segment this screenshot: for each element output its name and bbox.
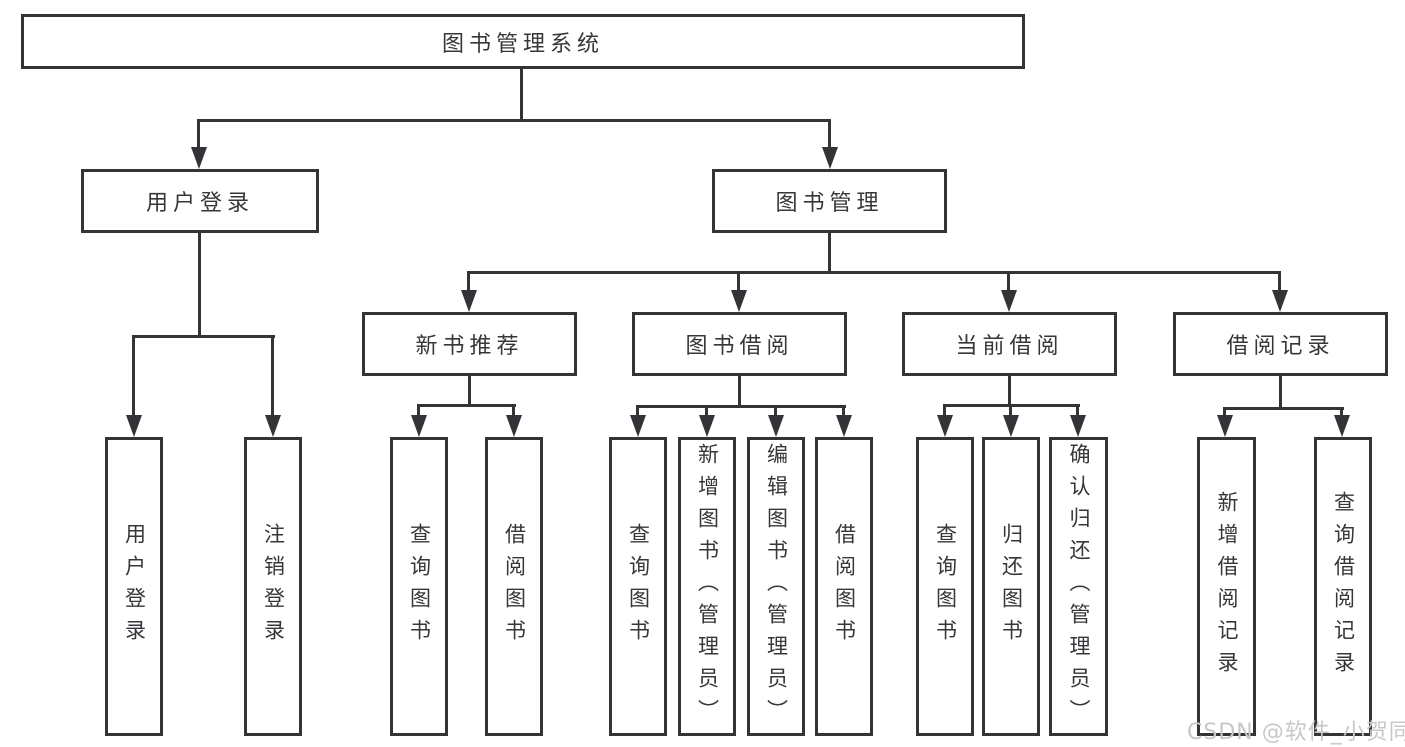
connector-line [1223,407,1226,417]
node-book-borrowing: 图书借阅 [632,312,847,376]
arrow-down-icon [1217,415,1233,437]
connector-line [198,119,831,122]
node-label: 图书管理系统 [441,31,604,57]
connector-line [132,335,135,417]
node-new-book-recommendation: 新书推荐 [362,312,577,376]
node-library-management-system: 图书管理系统 [21,14,1025,69]
connector-line [944,404,1080,407]
leaf-user-login: 用户登录 [105,437,163,736]
leaf-label: 借阅图书 [832,522,857,651]
arrow-down-icon [411,415,427,437]
arrow-down-icon [1070,415,1086,437]
leaf-label: 查询借阅记录 [1331,490,1356,683]
arrow-down-icon [731,290,747,312]
leaf-label: 用户登录 [122,522,147,651]
leaf-return-books: 归还图书 [982,437,1040,736]
node-borrowing-records: 借阅记录 [1173,312,1388,376]
node-label: 用户登录 [145,191,254,216]
connector-line [417,404,516,407]
arrow-down-icon [126,415,142,437]
arrow-down-icon [768,415,784,437]
connector-line [705,405,708,417]
connector-line [198,233,201,338]
arrow-down-icon [937,415,953,437]
leaf-label: 查询图书 [933,522,958,651]
node-label: 图书管理 [775,191,884,216]
arrow-down-icon [1003,415,1019,437]
arrow-down-icon [699,415,715,437]
connector-line [1009,404,1012,417]
connector-line [512,404,515,417]
leaf-query-books-borrowing: 查询图书 [609,437,667,736]
leaf-label: 借阅图书 [502,522,527,651]
connector-line [271,335,274,417]
connector-line [197,119,200,151]
node-book-management: 图书管理 [712,169,947,233]
arrow-down-icon [1334,415,1350,437]
connector-line [943,404,946,417]
connector-line [468,376,471,407]
leaf-query-books-recommend: 查询图书 [390,437,448,736]
connector-line [1279,376,1282,410]
connector-line [1278,271,1281,292]
leaf-label: 查询图书 [626,522,651,651]
node-user-login: 用户登录 [81,169,319,233]
node-label: 借阅记录 [1226,334,1335,359]
connector-line [417,404,420,417]
connector-line [1076,404,1079,417]
arrow-down-icon [461,290,477,312]
arrow-down-icon [191,147,207,169]
arrow-down-icon [1001,290,1017,312]
connector-line [1223,407,1344,410]
arrow-down-icon [1272,290,1288,312]
connector-line [636,405,846,408]
node-label: 新书推荐 [415,334,524,359]
node-label: 当前借阅 [955,334,1064,359]
connector-line [828,233,831,273]
csdn-watermark: CSDN @软件_小贺同学 [1187,720,1405,745]
connector-line [1007,271,1010,292]
leaf-query-borrow-record: 查询借阅记录 [1314,437,1372,736]
node-label: 图书借阅 [685,334,794,359]
leaf-label: 确认归还（管理员） [1067,442,1091,731]
leaf-label: 新增借阅记录 [1215,490,1239,683]
node-current-borrowing: 当前借阅 [902,312,1117,376]
leaf-add-books-admin: 新增图书（管理员） [678,437,736,736]
arrow-down-icon [822,147,838,169]
arrow-down-icon [506,415,522,437]
connector-line [636,405,639,417]
leaf-label: 新增图书（管理员） [695,442,720,731]
arrow-down-icon [265,415,281,437]
connector-line [133,335,275,338]
leaf-label: 编辑图书（管理员） [764,442,789,731]
leaf-edit-books-admin: 编辑图书（管理员） [747,437,805,736]
connector-line [468,271,1281,274]
leaf-borrow-books: 借阅图书 [815,437,873,736]
leaf-label: 注销登录 [261,522,286,651]
leaf-add-borrow-record: 新增借阅记录 [1197,437,1256,736]
leaf-label: 查询图书 [407,522,432,651]
connector-line [1340,407,1343,417]
connector-line [737,271,740,292]
leaf-confirm-return-admin: 确认归还（管理员） [1049,437,1108,736]
leaf-query-books-current: 查询图书 [916,437,974,736]
leaf-logout: 注销登录 [244,437,302,736]
connector-line [1008,376,1011,407]
connector-line [842,405,845,417]
connector-line [828,119,831,151]
arrow-down-icon [630,415,646,437]
connector-line [774,405,777,417]
connector-line [520,69,523,122]
connector-line [738,376,741,408]
leaf-borrow-books-recommend: 借阅图书 [485,437,543,736]
leaf-label: 归还图书 [999,522,1024,651]
connector-line [467,271,470,292]
arrow-down-icon [836,415,852,437]
